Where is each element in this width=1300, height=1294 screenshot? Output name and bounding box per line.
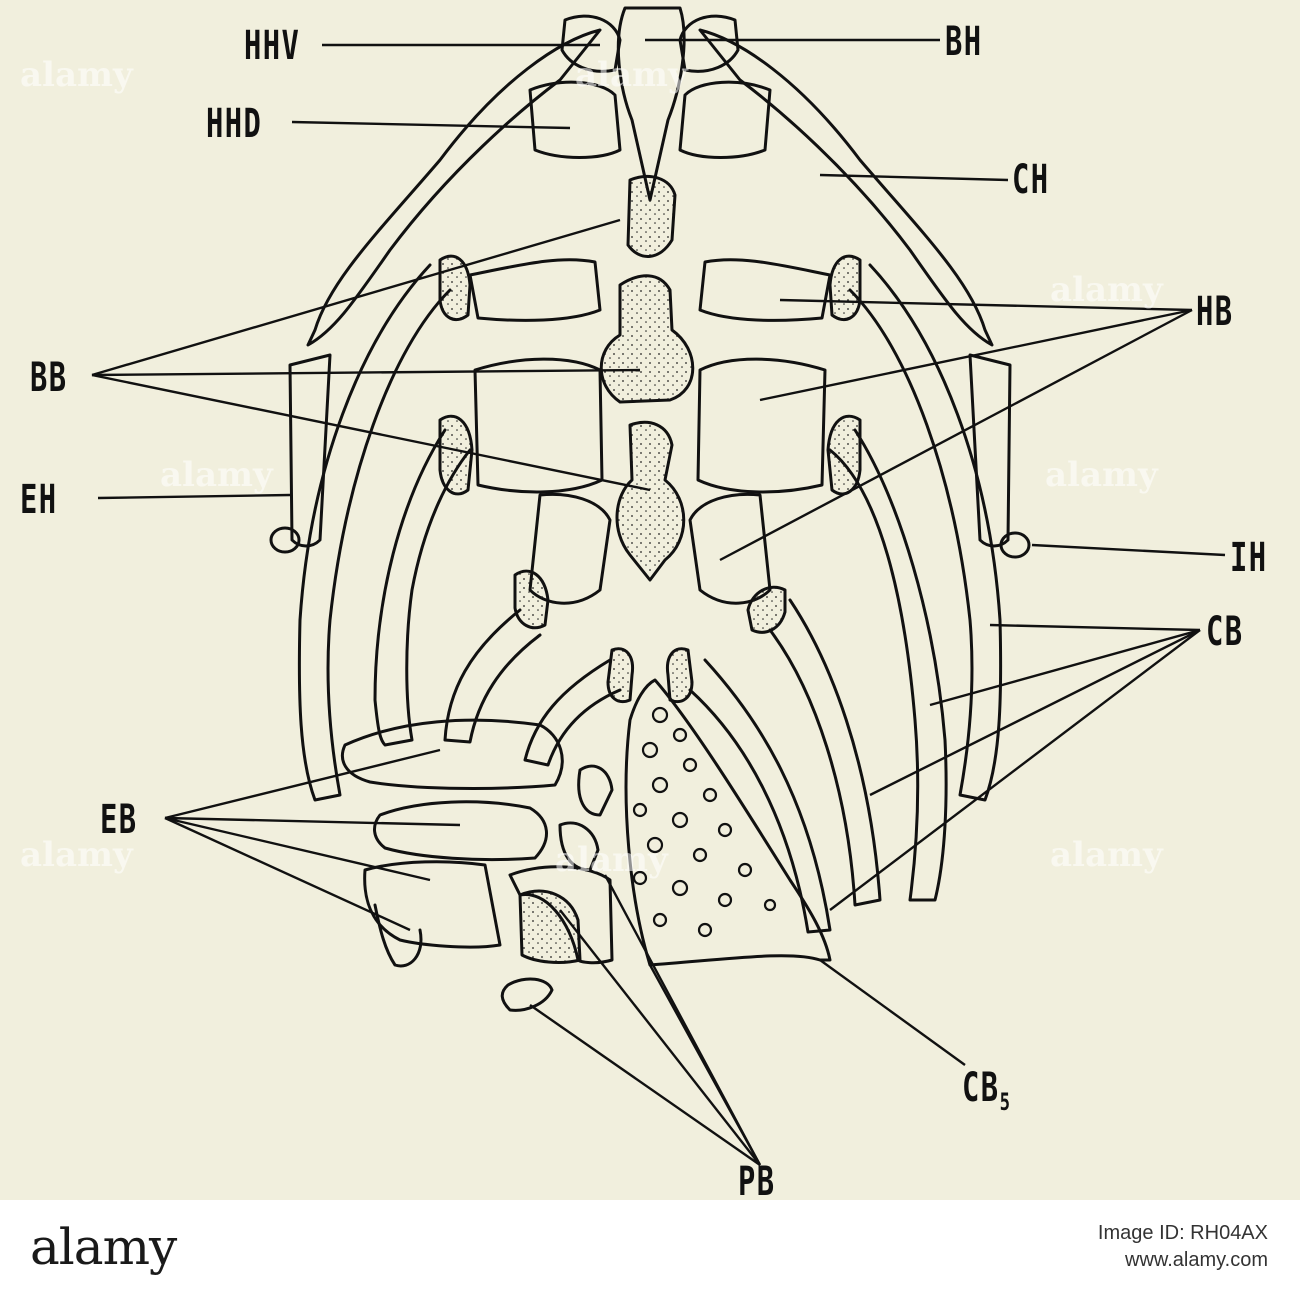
hypobranchial-2-left (473, 357, 604, 494)
basibranchial-3 (615, 420, 686, 582)
label-cb5: CB5 (962, 1068, 1011, 1114)
label-pb: PB (738, 1159, 776, 1205)
epibranchial-2 (373, 800, 548, 862)
label-cb5-subscript: 5 (999, 1088, 1012, 1116)
ceratobranchial-2-right (828, 428, 948, 902)
brand-logo[interactable]: alamy (30, 1218, 177, 1276)
hypobranchial-1-right (698, 258, 832, 322)
ceratobranchial-5 (624, 678, 832, 967)
basibranchial-2 (599, 274, 695, 404)
site-url[interactable]: www.alamy.com (1125, 1249, 1268, 1271)
hypohyal-dorsal-left (528, 80, 622, 159)
pad-3-left (513, 569, 550, 630)
ceratobranchial-1-right (848, 263, 1003, 802)
pharyngobranchial-5 (500, 977, 554, 1012)
basihyal (616, 6, 686, 202)
ceratobranchial-4-right (688, 658, 832, 934)
epibranchial-4 (373, 903, 423, 968)
hypobranchial-1-left (468, 258, 602, 322)
label-hb: HB (1196, 289, 1234, 335)
label-ih: IH (1230, 535, 1268, 581)
ceratohyal-left (306, 28, 602, 347)
hypohyal-dorsal-right (678, 80, 772, 159)
label-ch: CH (1012, 157, 1050, 203)
label-bb: BB (30, 355, 68, 401)
label-hhv: HHV (244, 23, 301, 69)
label-eb: EB (100, 797, 138, 843)
epibranchial-1 (340, 718, 564, 790)
epibranchial-3 (363, 860, 502, 949)
hypohyal-ventral-left (560, 14, 622, 73)
ceratobranchial-3-right (768, 598, 882, 907)
hypobranchial-2-right (696, 357, 827, 494)
image-id-block: Image ID: RH04AX www.alamy.com (1098, 1220, 1268, 1274)
cb5-teeth (632, 706, 777, 938)
label-eh: EH (20, 477, 58, 523)
pad-1-right (828, 254, 862, 321)
interhyal-left (269, 526, 301, 554)
pharyngobranchial-1 (577, 764, 614, 817)
pharyngobranchial-2 (558, 821, 600, 872)
pad-3-right (746, 585, 787, 634)
pad-4-right (665, 647, 694, 704)
label-cb5-main: CB (962, 1065, 1000, 1111)
pad-1-left (438, 254, 472, 321)
pad-2-left (438, 414, 474, 496)
leader-lines (91, 38, 1226, 1166)
pharyngobranchial-3 (518, 889, 582, 964)
pharyngobranchial-4 (508, 865, 614, 965)
epihyal-left (288, 353, 332, 548)
hypobranchial-3-right (688, 492, 772, 605)
basibranchial-1 (626, 175, 677, 258)
interhyal-right (999, 531, 1031, 559)
label-cb: CB (1206, 609, 1244, 655)
ceratohyal-right (698, 28, 994, 347)
footer-bar: alamy Image ID: RH04AX www.alamy.com (0, 1200, 1300, 1294)
figure: HHV BH HHD CH HB BB EH IH CB EB CB5 PB (20, 6, 1268, 1205)
pad-4-left (606, 647, 635, 704)
hyobranchial-skeleton-drawing (91, 6, 1226, 1166)
label-hhd: HHD (206, 101, 263, 147)
ceratobranchial-3-left (443, 608, 542, 744)
epihyal-right (968, 353, 1012, 548)
pad-2-right (826, 414, 862, 496)
ceratobranchial-2-left (373, 428, 472, 747)
ceratobranchial-4-left (523, 658, 622, 767)
hypohyal-ventral-right (678, 14, 740, 73)
label-bh: BH (945, 19, 983, 65)
ceratobranchial-1-left (297, 263, 452, 802)
image-id-text: Image ID: RH04AX (1097, 1222, 1268, 1244)
